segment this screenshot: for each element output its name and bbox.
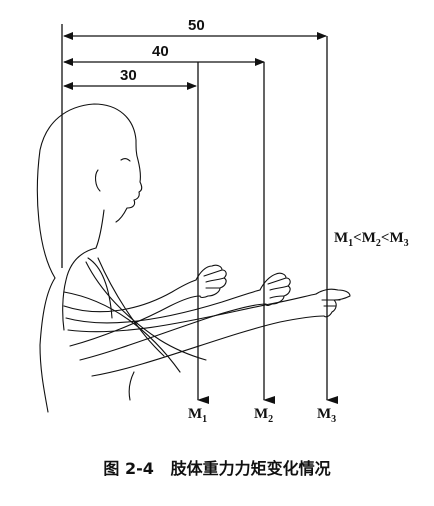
m1-symbol: M	[188, 406, 202, 422]
torso-back	[39, 277, 56, 413]
arm-1-lower	[69, 295, 201, 347]
arm-2-lower	[79, 303, 267, 361]
relation-s3: 3	[404, 238, 409, 249]
dimension-label-40: 40	[152, 43, 169, 60]
relation-s2: 2	[376, 238, 381, 249]
m3-symbol: M	[317, 406, 331, 422]
head-back-outline	[36, 103, 139, 279]
moment-relation: M1<M2<M3	[334, 230, 409, 249]
chest-line	[87, 257, 113, 319]
face-profile	[115, 159, 143, 223]
dimension-label-50: 50	[188, 17, 205, 34]
dimension-40: 40	[63, 43, 265, 66]
eye	[120, 158, 131, 162]
upper-arm-guide	[63, 291, 181, 373]
arm-3-lower	[91, 315, 325, 377]
relation-s1: 1	[348, 238, 353, 249]
arm-2-upper	[65, 289, 261, 324]
m1-subscript: 1	[202, 414, 207, 425]
relation-m1: M	[334, 230, 348, 246]
arm-1-upper	[63, 279, 197, 313]
neck-front	[95, 209, 105, 249]
m2-subscript: 2	[268, 414, 273, 425]
forearm-cross-1	[85, 261, 207, 361]
human-figure-illustration	[36, 103, 351, 413]
hand-1-fingers	[203, 269, 225, 289]
figure-caption: 图 2-4 肢体重力力矩变化情况	[103, 459, 330, 478]
dimension-30: 30	[63, 67, 197, 90]
ear	[95, 169, 101, 192]
dimension-label-30: 30	[120, 67, 137, 84]
relation-lt2: <	[381, 230, 390, 246]
relation-m2: M	[362, 230, 376, 246]
arm-3-upper	[67, 293, 317, 333]
forearm-cross-2	[97, 257, 165, 357]
hand-3-fingers	[321, 299, 341, 307]
hand-3	[315, 288, 351, 318]
relation-m3: M	[389, 230, 403, 246]
shoulder-curve	[62, 247, 97, 331]
moment-label-m3: M3	[317, 406, 336, 425]
dimension-50: 50	[63, 17, 327, 40]
moment-label-m2: M2	[254, 406, 273, 425]
m2-symbol: M	[254, 406, 268, 422]
moment-label-m1: M1	[188, 406, 207, 425]
lower-body	[128, 371, 135, 401]
relation-lt1: <	[353, 230, 362, 246]
m3-subscript: 3	[331, 414, 336, 425]
hand-2-fingers	[267, 277, 289, 299]
